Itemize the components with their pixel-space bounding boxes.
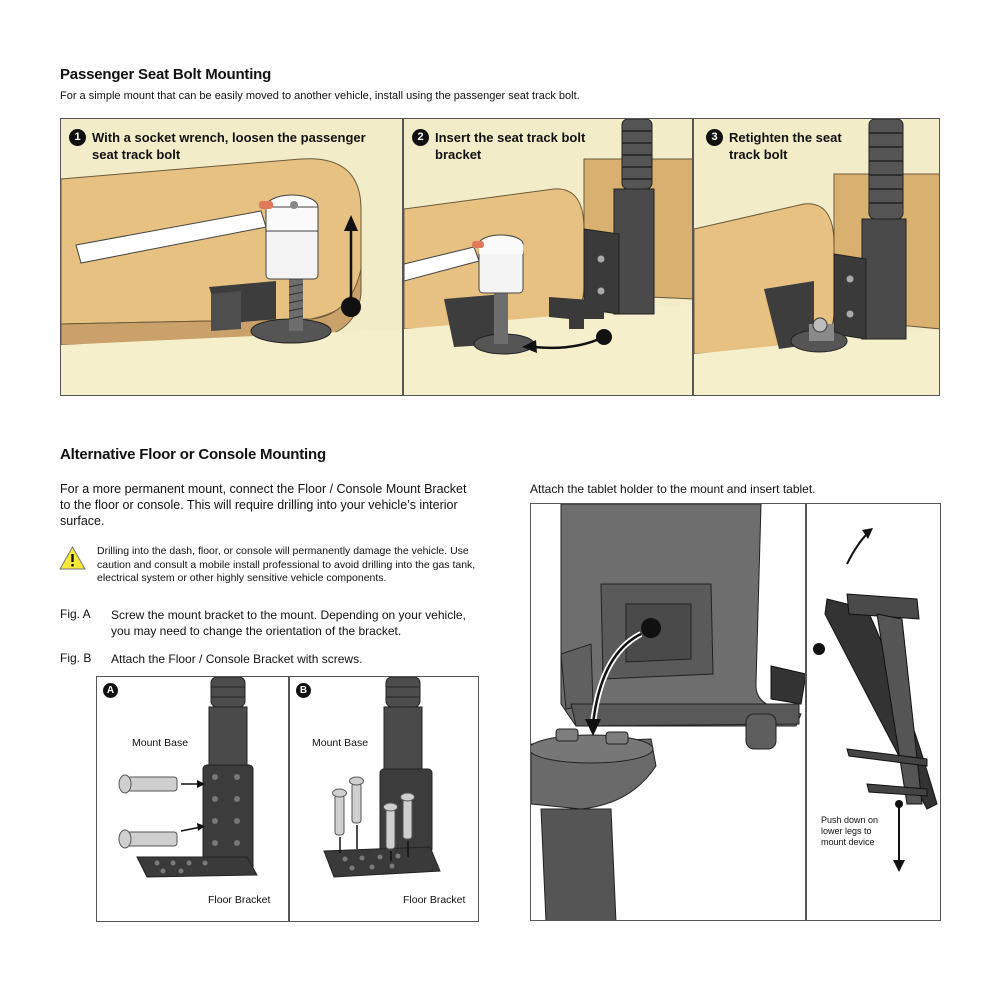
- step-1-panel: 1 With a socket wrench, loosen the passe…: [60, 118, 403, 396]
- fig-b-text: Attach the Floor / Console Bracket with …: [111, 652, 363, 666]
- mount-base-label-b: Mount Base: [312, 737, 369, 749]
- fig-b-label: Fig. B: [60, 651, 92, 665]
- step-3-number: 3: [706, 129, 723, 146]
- warning-triangle-icon: [59, 546, 86, 570]
- step-3-panel: 3 Retighten the seat track bolt: [693, 118, 940, 396]
- step-1-number: 1: [69, 129, 86, 146]
- floor-bracket-label-b: Floor Bracket: [403, 894, 466, 906]
- step-3-caption: 3 Retighten the seat track bolt: [706, 129, 866, 163]
- seat-track-illustration-2: [404, 119, 692, 395]
- section-title-seat-bolt: Passenger Seat Bolt Mounting: [60, 66, 272, 83]
- fig-a-text: Screw the mount bracket to the mount. De…: [111, 608, 466, 638]
- floor-bracket-label-a: Floor Bracket: [208, 894, 271, 906]
- mount-bracket-illustration-a: [118, 677, 258, 878]
- fig-a-label: Fig. A: [60, 607, 91, 621]
- tablet-holder-illustration: [531, 504, 805, 920]
- tablet-insert-illustration: [813, 528, 938, 872]
- tablet-insert-panel: Push down on lower legs to mount device: [806, 503, 941, 921]
- step-1-caption: 1 With a socket wrench, loosen the passe…: [69, 129, 369, 163]
- step-3-text: Retighten the seat track bolt: [729, 130, 842, 162]
- push-down-note: Push down on lower legs to mount device: [821, 815, 879, 847]
- step-2-text: Insert the seat track bolt bracket: [435, 130, 586, 162]
- curved-arrow-icon: [522, 329, 612, 353]
- warning-text: Drilling into the dash, floor, or consol…: [97, 545, 476, 584]
- section-intro-seat-bolt: For a simple mount that can be easily mo…: [60, 90, 580, 102]
- fig-a-panel: A Mount Base Floor Bracket: [96, 676, 289, 922]
- step-2-number: 2: [412, 129, 429, 146]
- mount-base-label-a: Mount Base: [132, 737, 189, 749]
- seat-track-illustration-3: [694, 119, 939, 395]
- step-2-panel: 2 Insert the seat track bolt bracket: [403, 118, 693, 396]
- attach-tablet-caption: Attach the tablet holder to the mount an…: [530, 482, 816, 496]
- arrow-up-icon: [341, 215, 361, 317]
- seat-track-illustration-1: [61, 158, 402, 395]
- step-2-caption: 2 Insert the seat track bolt bracket: [412, 129, 612, 163]
- section-title-floor-console: Alternative Floor or Console Mounting: [60, 446, 326, 463]
- tablet-holder-panel: [530, 503, 806, 921]
- step-1-text: With a socket wrench, loosen the passeng…: [92, 130, 366, 162]
- mount-bracket-illustration-b: [323, 677, 441, 878]
- fig-b-panel: B Mount Base Floor Bracket: [289, 676, 479, 922]
- fig-b-letter: B: [296, 683, 311, 698]
- floor-mount-intro: For a more permanent mount, connect the …: [60, 482, 467, 528]
- fig-a-letter: A: [103, 683, 118, 698]
